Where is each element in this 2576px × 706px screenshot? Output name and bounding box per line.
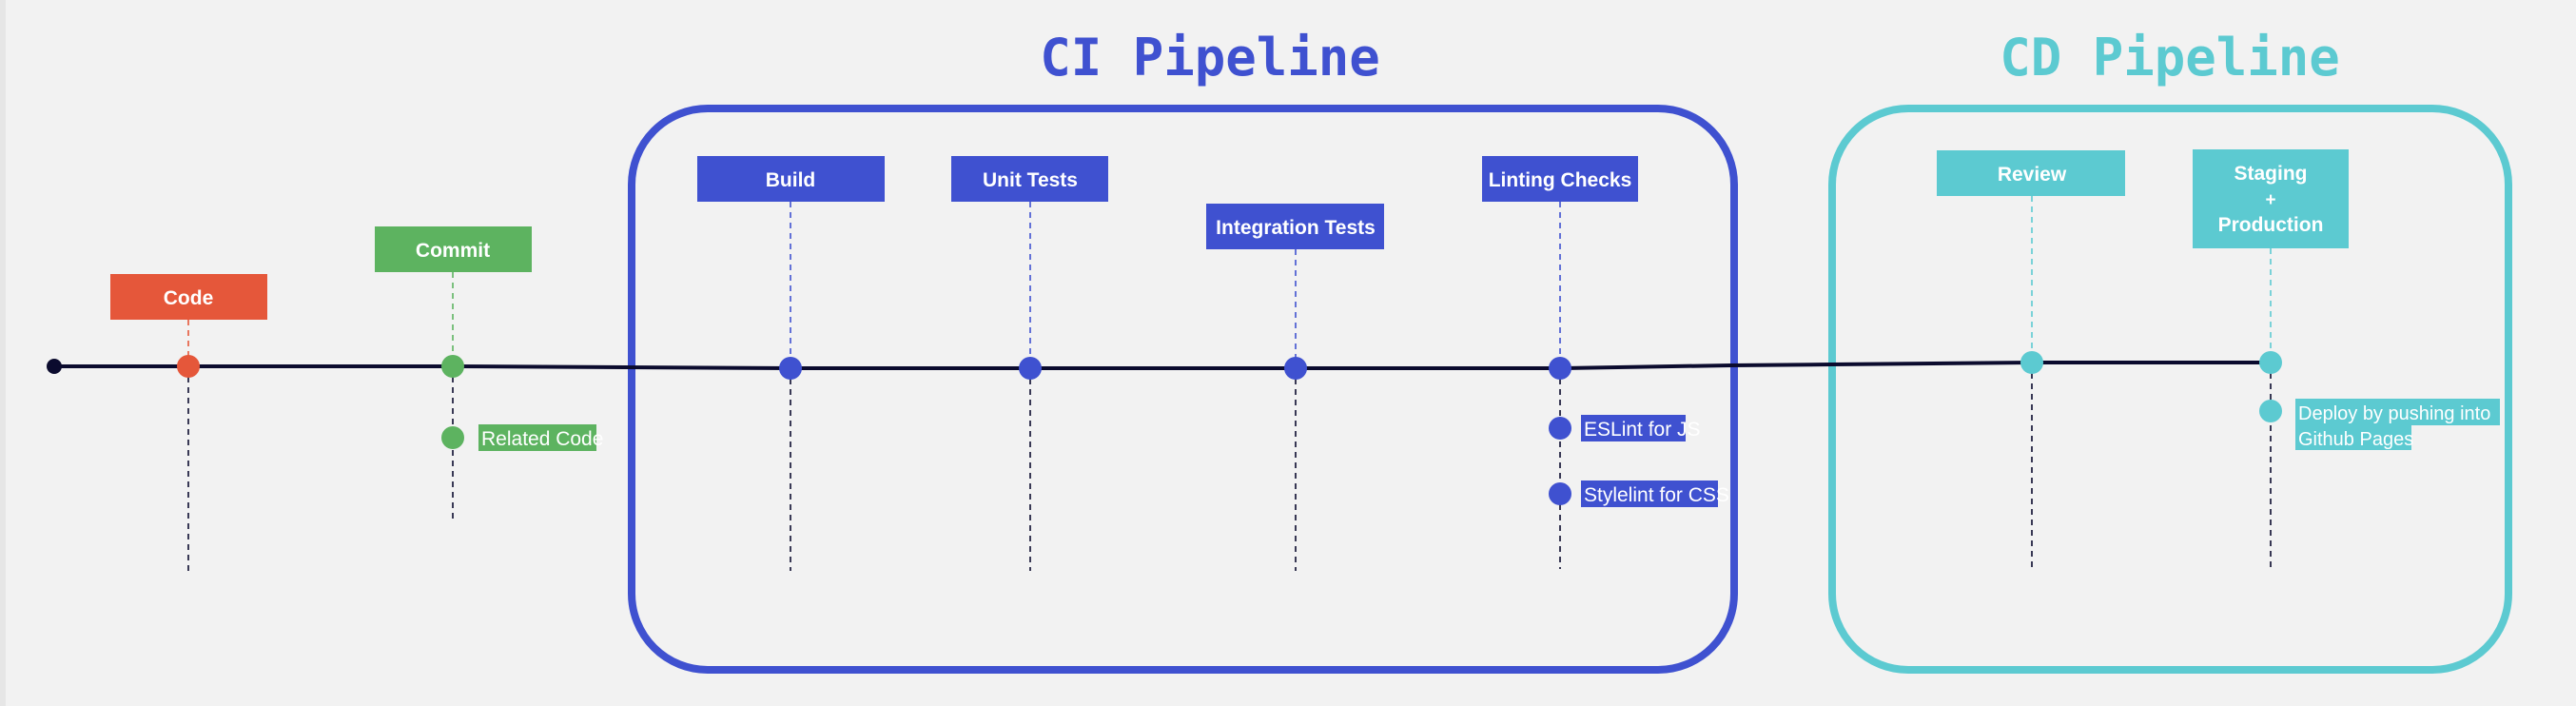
staging-node	[2259, 351, 2282, 374]
code-stage-label: Code	[164, 287, 214, 309]
deploy-highlight-line2	[2295, 425, 2411, 450]
stylelint-label: Stylelint for CSS	[1584, 484, 1729, 506]
unit-tests-node	[1019, 357, 1042, 380]
eslint-node	[1549, 417, 1571, 440]
left-edge-shade	[0, 0, 6, 706]
review-stage: Review	[1937, 150, 2125, 196]
integration-tests-stage: Integration Tests	[1206, 204, 1384, 249]
commit-node	[441, 355, 464, 378]
code-stage: Code	[110, 274, 267, 320]
cd-pipeline-title: CD Pipeline	[2000, 28, 2340, 88]
build-stage-box	[697, 156, 885, 202]
deploy-substep: Deploy by pushing into Github Pages	[2295, 399, 2500, 450]
timeline-line	[54, 361, 2271, 370]
deploy-highlight-line1	[2295, 399, 2500, 425]
related-code-label: Related Code	[481, 428, 603, 450]
ci-pipeline-title: CI Pipeline	[1040, 28, 1380, 88]
unit-tests-stage-label: Unit Tests	[983, 169, 1078, 191]
related-code-substep: Related Code	[478, 424, 603, 451]
review-stage-label: Review	[1998, 164, 2067, 186]
eslint-highlight	[1581, 415, 1686, 441]
commit-stage-label: Commit	[416, 240, 490, 262]
build-stage: Build	[697, 156, 885, 202]
cd-pipeline-frame	[1828, 105, 2512, 674]
unit-tests-stage-box	[951, 156, 1108, 202]
staging-plus-label: +	[2265, 190, 2275, 210]
linting-checks-stage-box	[1482, 156, 1638, 202]
linting-checks-node	[1549, 357, 1571, 380]
commit-stage: Commit	[375, 226, 532, 272]
deploy-node	[2259, 400, 2282, 422]
build-stage-label: Build	[766, 169, 816, 191]
related-code-highlight	[478, 424, 596, 451]
code-stage-box	[110, 274, 267, 320]
stylelint-substep: Stylelint for CSS	[1581, 480, 1729, 507]
unit-tests-stage: Unit Tests	[951, 156, 1108, 202]
commit-stage-box	[375, 226, 532, 272]
build-node	[779, 357, 802, 380]
integration-tests-stage-box	[1206, 204, 1384, 249]
stylelint-highlight	[1581, 480, 1718, 507]
label-connectors	[187, 196, 2272, 369]
timeline-start-dot	[47, 359, 62, 374]
ci-pipeline-frame	[628, 105, 1738, 674]
linting-checks-stage: Linting Checks	[1482, 156, 1638, 202]
code-node	[177, 355, 200, 378]
staging-production-stage-box	[2193, 149, 2349, 248]
integration-tests-stage-label: Integration Tests	[1216, 217, 1376, 239]
staging-label: Staging	[2234, 163, 2308, 185]
staging-production-stage: Staging + Production	[2193, 149, 2349, 248]
deploy-label-line1: Deploy by pushing into	[2298, 403, 2490, 424]
review-node	[2020, 351, 2043, 374]
related-code-node	[441, 426, 464, 449]
stylelint-node	[1549, 482, 1571, 505]
production-label: Production	[2218, 214, 2324, 236]
eslint-substep: ESLint for JS	[1581, 415, 1701, 441]
review-stage-box	[1937, 150, 2125, 196]
timeline-drops	[187, 363, 2272, 571]
eslint-label: ESLint for JS	[1584, 419, 1701, 441]
deploy-label-line2: Github Pages	[2298, 429, 2413, 450]
integration-tests-node	[1284, 357, 1307, 380]
linting-checks-stage-label: Linting Checks	[1489, 169, 1632, 191]
